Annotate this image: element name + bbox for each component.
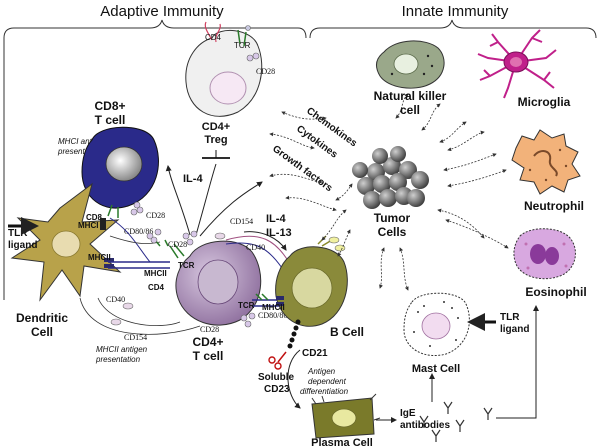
- plasma-cell: [311, 393, 381, 439]
- mhci-label: MHCI: [78, 221, 98, 230]
- mhci-note-line2: presentation: [57, 147, 103, 156]
- cd28-label-cd4-bottom: CD28: [200, 325, 219, 334]
- dendritic-cell: [10, 182, 122, 302]
- treg-cell: [185, 21, 263, 117]
- dendritic-label-line1: Dendritic: [16, 311, 68, 325]
- soluble-cd23-line2: CD23: [264, 384, 290, 395]
- tumor-label-line1: Tumor: [374, 211, 411, 225]
- dendritic-label-line2: Cell: [31, 325, 53, 339]
- treg-cd28-label: CD28: [256, 67, 275, 76]
- cd4-label-line2: T cell: [193, 349, 224, 363]
- mhci-note-line1: MHCI antigen: [58, 137, 107, 146]
- treg-cd4-label: CD4: [205, 33, 222, 42]
- tumor-label-line2: Cells: [378, 225, 407, 239]
- nk-label-line2: cell: [400, 103, 420, 117]
- tcr-label-cd4: TCR: [178, 261, 195, 270]
- il4-label: IL-4: [183, 173, 203, 185]
- ige-antibodies: [419, 401, 493, 442]
- tlr-mast-line1: TLR: [500, 312, 520, 323]
- neutrophil-label: Neutrophil: [524, 199, 584, 213]
- synapse-lines: [79, 217, 201, 335]
- adaptive-title: Adaptive Immunity: [100, 3, 224, 20]
- nk-label-line1: Natural killer: [374, 89, 447, 103]
- mhcii-note-line2: presentation: [95, 355, 141, 364]
- cd40-label-dc: CD40: [106, 295, 125, 304]
- differentiation-arrow: [287, 349, 301, 409]
- nk-cell: [376, 40, 445, 89]
- microglia-cell: [477, 29, 557, 99]
- mhcii-label-dc: MHCII: [88, 253, 111, 262]
- tlr-mast-line2: ligand: [500, 324, 529, 335]
- antigen-note-line2: dependent: [308, 377, 347, 386]
- cd8-t-cell: [81, 126, 159, 218]
- mhcii-note-line1: MHCII antigen: [96, 345, 148, 354]
- mhcii-label-bcell: MHCII: [262, 303, 285, 312]
- cd80-86-label-bottom: CD80/86: [258, 311, 287, 320]
- cd8-label-line2: T cell: [95, 113, 126, 127]
- mast-cell: [403, 292, 470, 356]
- eosinophil-label: Eosinophil: [525, 285, 586, 299]
- cd21-label: CD21: [302, 348, 328, 359]
- il13-label: IL-13: [266, 227, 292, 239]
- mast-label: Mast Cell: [412, 363, 460, 375]
- cd8-label-line1: CD8+: [94, 99, 125, 113]
- microglia-label: Microglia: [518, 95, 571, 109]
- cd40-label-cd4: CD40: [246, 243, 265, 252]
- innate-bracket: [309, 19, 597, 39]
- bcell-label: B Cell: [330, 325, 364, 339]
- treg-tcr-label: TCR: [234, 41, 251, 50]
- cd4-t-cell: [169, 230, 291, 328]
- cd4-label-cd4: CD4: [148, 283, 165, 292]
- cd28-label-cd4: CD28: [168, 240, 187, 249]
- tlr-label-line1: TLR: [8, 228, 28, 239]
- cd154-label-dc: CD154: [124, 333, 147, 342]
- cd80-86-label-top: CD80/86: [124, 227, 153, 236]
- eosinophil-cell: [513, 228, 576, 280]
- ige-label-line2: antibodies: [400, 420, 450, 431]
- antigen-note-line3: differentiation: [300, 387, 349, 396]
- tumor-cells: [352, 146, 429, 209]
- soluble-cd23-line1: Soluble: [258, 372, 295, 383]
- plasma-label: Plasma Cell: [311, 437, 373, 447]
- treg-label-line1: CD4+: [202, 121, 230, 133]
- tcr-label-bcell: TCR: [238, 301, 255, 310]
- neutrophil-cell: [511, 129, 581, 195]
- cd8-cd28-label: CD28: [146, 211, 165, 220]
- mhcii-label-cd4: MHCII: [144, 269, 167, 278]
- tlr-label-line2: ligand: [8, 240, 37, 251]
- treg-label-line2: Treg: [204, 134, 227, 146]
- b-cell: [268, 235, 348, 370]
- adaptive-bracket: [3, 19, 307, 300]
- ige-label-line1: IgE: [400, 408, 416, 419]
- cd154-label-cd4: CD154: [230, 217, 253, 226]
- il4-b-label: IL-4: [266, 213, 286, 225]
- cd8-molecule-label: CD8: [86, 213, 103, 222]
- cd4-label-line1: CD4+: [192, 335, 223, 349]
- signal-arrows: [269, 93, 509, 291]
- innate-title: Innate Immunity: [402, 3, 509, 20]
- antigen-note-line1: Antigen: [307, 367, 336, 376]
- mhci-molecule: [100, 218, 106, 230]
- il4-arrow: [165, 165, 191, 236]
